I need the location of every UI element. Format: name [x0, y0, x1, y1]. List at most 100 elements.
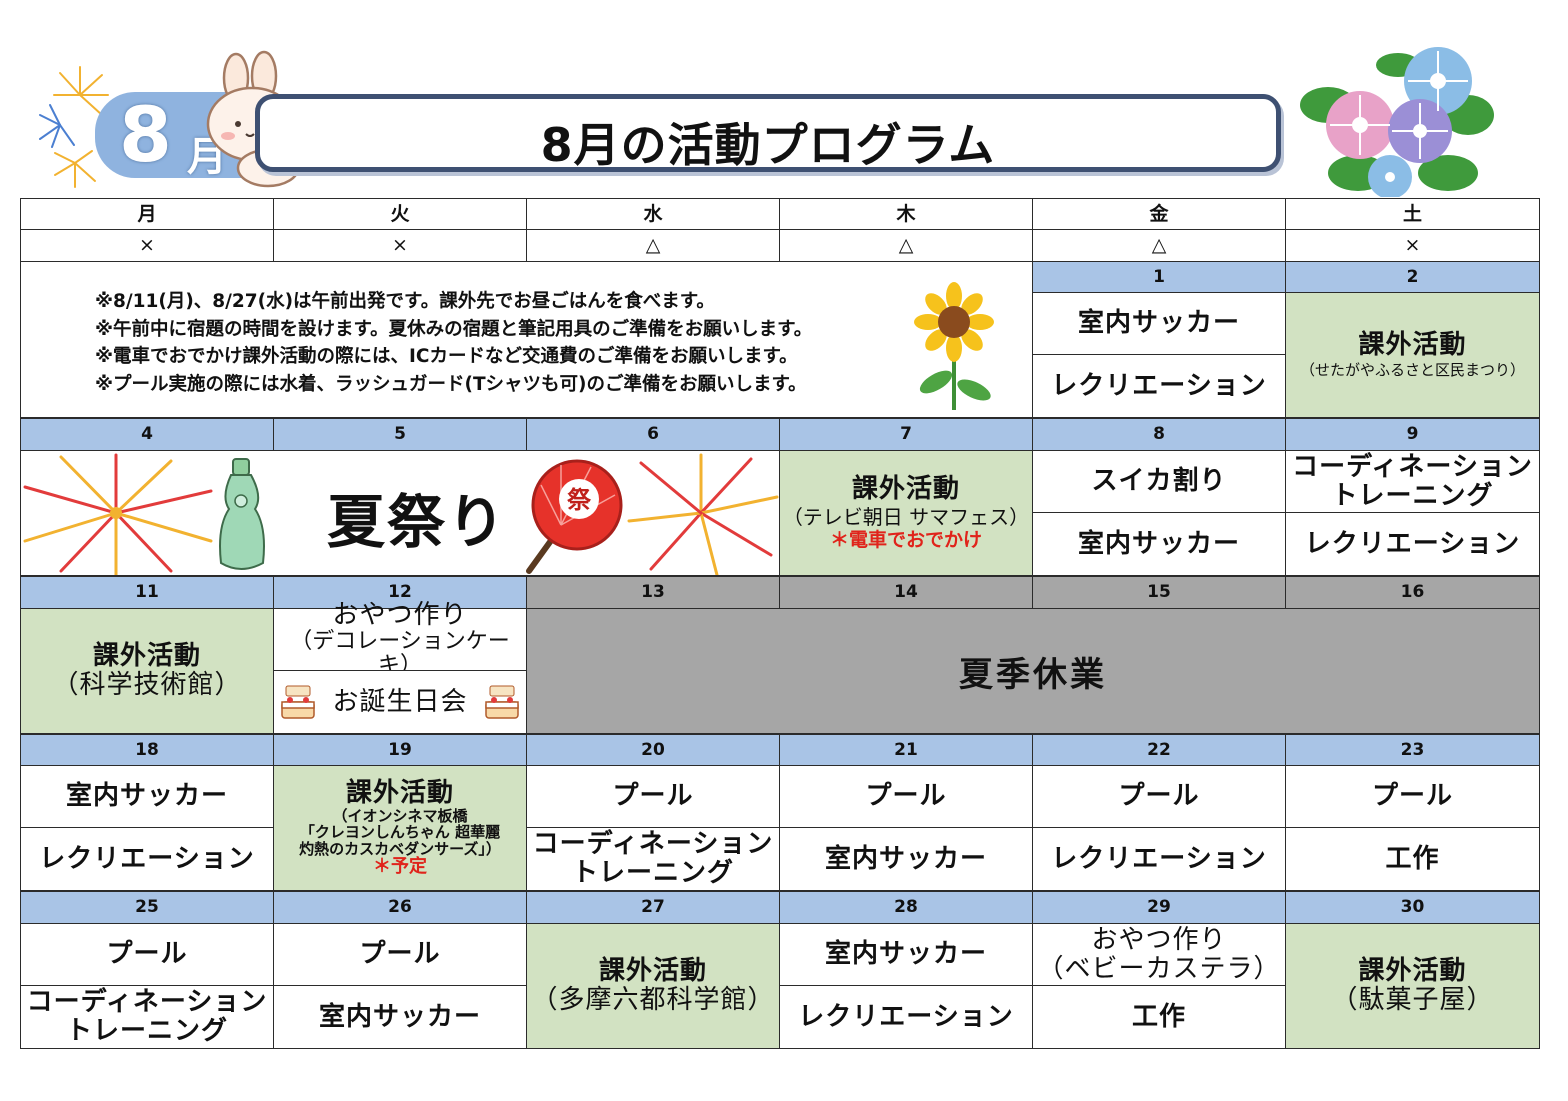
activity: 課外活動 — [598, 956, 707, 987]
morning-glory-icon — [1300, 47, 1494, 197]
date-label: 15 — [1032, 576, 1286, 609]
activity-line: トレーニング — [65, 1016, 228, 1046]
activity: プール — [526, 765, 780, 828]
activity: コーディネーション トレーニング — [526, 827, 780, 891]
date-label: 9 — [1285, 418, 1540, 451]
notes-panel: ※8/11(月)、8/27(水)は午前出発です。課外先でお昼ごはんを食べます。 … — [20, 261, 1033, 418]
note-line: ※プール実施の際には水着、ラッシュガード(Tシャツも可)のご準備をお願いします。 — [95, 373, 807, 395]
fireworks-icon — [627, 453, 779, 575]
date-label: 8 — [1032, 418, 1286, 451]
activity-line: おやつ作り — [332, 600, 468, 631]
date-label: 16 — [1285, 576, 1540, 609]
activity: レクリエーション — [20, 827, 274, 891]
activity-line: コーディネーション — [532, 829, 774, 860]
activity: 課外活動 — [92, 641, 201, 672]
note-line: ※電車でおでかけ課外活動の際には、ICカードなど交通費のご準備をお願いします。 — [95, 346, 798, 367]
activity-calendar: 月 火 水 木 金 土 × × △ △ △ × ※8/11(月)、8/27(水)… — [20, 198, 1540, 1049]
date-label: 19 — [273, 734, 527, 766]
outing-cell: 課外活動 （イオンシネマ板橋 「クレヨンしんちゃん 超華麗 灼熱のカスカベダンサ… — [273, 765, 527, 891]
festival-title: 夏祭り — [327, 488, 508, 556]
note-line: ※午前中に宿題の時間を設けます。夏休みの宿題と筆記用具のご準備をお願いします。 — [95, 318, 813, 340]
activity: おやつ作り （ベビーカステラ） — [1032, 923, 1286, 986]
outing-destination: （せたがやふるさと区民まつり） — [1299, 361, 1525, 380]
festival-fan-icon: 祭 — [526, 459, 623, 574]
activity-line: おやつ作り — [1091, 924, 1227, 955]
activity: 室内サッカー — [779, 827, 1033, 891]
date-label: 28 — [779, 891, 1033, 924]
status-mark-mon: × — [20, 229, 274, 262]
ramune-bottle-icon — [219, 458, 265, 570]
outing-cell: 課外活動 （せたがやふるさと区民まつり） — [1285, 292, 1540, 418]
outing-cell: 課外活動 （テレビ朝日 サマフェス） ＊電車でおでかけ — [779, 450, 1033, 576]
outing-destination: （多摩六都科学館） — [531, 985, 775, 1015]
weekday-wed: 水 — [526, 198, 780, 230]
activity: お誕生日会 — [273, 670, 527, 734]
outing-cell: 課外活動 （科学技術館） — [20, 608, 274, 734]
weekday-sat: 土 — [1285, 198, 1540, 230]
status-mark-thu: △ — [779, 229, 1033, 262]
activity: 室内サッカー — [1032, 512, 1286, 576]
activity: レクリエーション — [1032, 827, 1286, 891]
date-label: 21 — [779, 734, 1033, 766]
title-banner: 8月の活動プログラム — [255, 94, 1281, 172]
outing-note: ＊予定 — [373, 856, 427, 878]
activity-line: （ベビーカステラ） — [1037, 953, 1281, 984]
date-label: 12 — [273, 576, 527, 609]
activity-line: コーディネーション — [1292, 451, 1533, 482]
activity-line: トレーニング — [1331, 480, 1494, 511]
outing-note: ＊電車でおでかけ — [829, 528, 982, 551]
activity: プール — [20, 923, 274, 986]
date-label: 18 — [20, 734, 274, 766]
weekday-fri: 金 — [1032, 198, 1286, 230]
summer-festival-banner: 夏祭り 祭 — [20, 450, 780, 576]
activity: レクリエーション — [779, 985, 1033, 1049]
status-mark-wed: △ — [526, 229, 780, 262]
date-label: 29 — [1032, 891, 1286, 924]
summer-closure: 夏季休業 — [526, 608, 1540, 734]
activity: レクリエーション — [1032, 354, 1286, 418]
status-mark-sat: × — [1285, 229, 1540, 262]
month-number: 8 — [119, 90, 172, 179]
date-label: 11 — [20, 576, 274, 609]
status-mark-fri: △ — [1032, 229, 1286, 262]
outing-destination: （イオンシネマ板橋 — [332, 806, 468, 825]
activity: レクリエーション — [1285, 512, 1540, 576]
activity: 課外活動 — [1358, 956, 1467, 987]
activity-line: コーディネーション — [26, 987, 268, 1018]
activity: プール — [1285, 765, 1540, 828]
weekday-thu: 木 — [779, 198, 1033, 230]
birthday-cake-icon — [484, 685, 519, 719]
date-label: 22 — [1032, 734, 1286, 766]
activity: プール — [779, 765, 1033, 828]
outing-destination: （駄菓子屋） — [1331, 985, 1494, 1015]
date-label: 13 — [526, 576, 780, 609]
activity: 工作 — [1285, 827, 1540, 891]
activity: 室内サッカー — [1032, 292, 1286, 355]
activity: 課外活動 — [1358, 330, 1467, 361]
birthday-cake-icon — [281, 685, 316, 719]
activity-line: トレーニング — [571, 858, 734, 888]
date-label: 25 — [20, 891, 274, 924]
activity: コーディネーション トレーニング — [1285, 450, 1540, 513]
date-label: 7 — [779, 418, 1033, 451]
page-title: 8月の活動プログラム — [540, 118, 996, 172]
date-label: 1 — [1032, 261, 1286, 293]
outing-destination: 灼熱のカスカベダンサーズ」） — [299, 839, 501, 858]
activity: 課外活動 — [851, 474, 960, 505]
fireworks-icon — [39, 66, 109, 188]
sunflower-icon — [914, 282, 994, 410]
note-line: ※8/11(月)、8/27(水)は午前出発です。課外先でお昼ごはんを食べます。 — [95, 291, 715, 312]
activity: スイカ割り — [1032, 450, 1286, 513]
fireworks-icon — [23, 453, 213, 575]
date-label: 30 — [1285, 891, 1540, 924]
fan-character: 祭 — [567, 486, 592, 514]
outing-destination: 「クレヨンしんちゃん 超華麗 — [299, 823, 501, 842]
outing-cell: 課外活動 （多摩六都科学館） — [526, 923, 780, 1049]
date-label: 14 — [779, 576, 1033, 609]
date-label: 23 — [1285, 734, 1540, 766]
activity: プール — [273, 923, 527, 986]
date-label: 5 — [273, 418, 527, 451]
date-label: 2 — [1285, 261, 1540, 293]
date-label: 26 — [273, 891, 527, 924]
outing-destination: （テレビ朝日 サマフェス） — [782, 504, 1030, 529]
